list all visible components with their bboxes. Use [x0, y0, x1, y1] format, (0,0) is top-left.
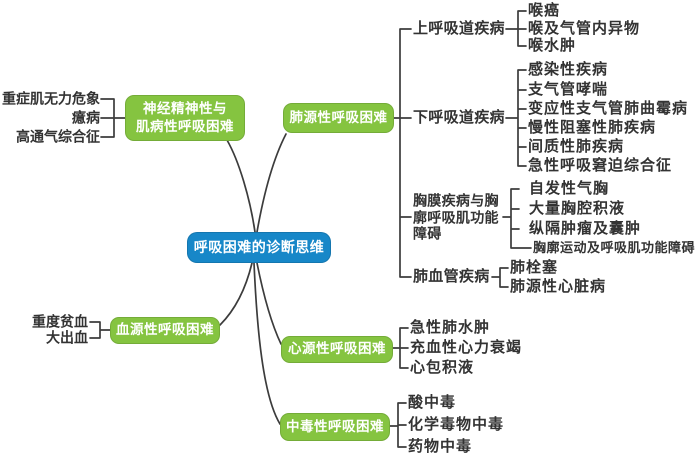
leaf-node: 癔病	[72, 109, 100, 126]
leaf-node: 重度贫血	[32, 313, 88, 330]
leaf-node: 大出血	[46, 329, 88, 346]
leaf-node: 急性呼吸窘迫综合征	[528, 156, 673, 174]
leaf-node: 喉及气管内异物	[528, 19, 641, 37]
branch-box-neuro: 神经精神性与 肌病性呼吸困难	[125, 95, 245, 141]
leaf-node: 药物中毒	[408, 437, 473, 455]
leaf-node: 充血性心力衰竭	[410, 338, 523, 356]
leaf-node: 慢性阻塞性肺疾病	[528, 118, 657, 136]
leaf-node: 肺源性心脏病	[510, 277, 607, 295]
leaf-node: 纵隔肿瘤及囊肿	[529, 219, 642, 237]
leaf-node: 心包积液	[410, 358, 475, 376]
leaf-node: 酸中毒	[408, 393, 457, 411]
leaf-node: 间质性肺疾病	[528, 137, 625, 155]
branch-box-blood: 血源性呼吸困难	[110, 317, 220, 344]
branch-box-pulmonary: 肺源性呼吸困难	[283, 103, 394, 133]
category-node: 上呼吸道疾病	[413, 19, 505, 37]
leaf-node: 高通气综合征	[16, 128, 100, 145]
leaf-node: 感染性疾病	[528, 60, 609, 78]
leaf-node: 自发性气胸	[529, 179, 610, 197]
root-node: 呼吸困难的诊断思维	[187, 232, 331, 263]
leaf-node: 变应性支气管肺曲霉病	[528, 99, 689, 117]
leaf-node: 急性肺水肿	[410, 318, 491, 336]
leaf-node: 大量胸腔积液	[529, 199, 626, 217]
leaf-node: 支气管哮喘	[528, 80, 609, 98]
category-node: 下呼吸道疾病	[413, 108, 505, 126]
category-node: 胸膜疾病与胸 廓呼吸肌功能 障碍	[413, 192, 499, 242]
leaf-node: 化学毒物中毒	[408, 415, 505, 433]
category-node: 肺血管疾病	[413, 267, 490, 285]
leaf-node: 肺栓塞	[510, 258, 559, 276]
leaf-node: 重症肌无力危象	[2, 90, 100, 107]
leaf-node: 喉水肿	[528, 36, 577, 54]
branch-box-toxic: 中毒性呼吸困难	[280, 413, 390, 441]
leaf-node: 胸廓运动及呼吸肌功能障碍	[533, 239, 696, 255]
branch-box-cardiac: 心源性呼吸困难	[281, 336, 393, 363]
leaf-node: 喉癌	[528, 1, 561, 19]
